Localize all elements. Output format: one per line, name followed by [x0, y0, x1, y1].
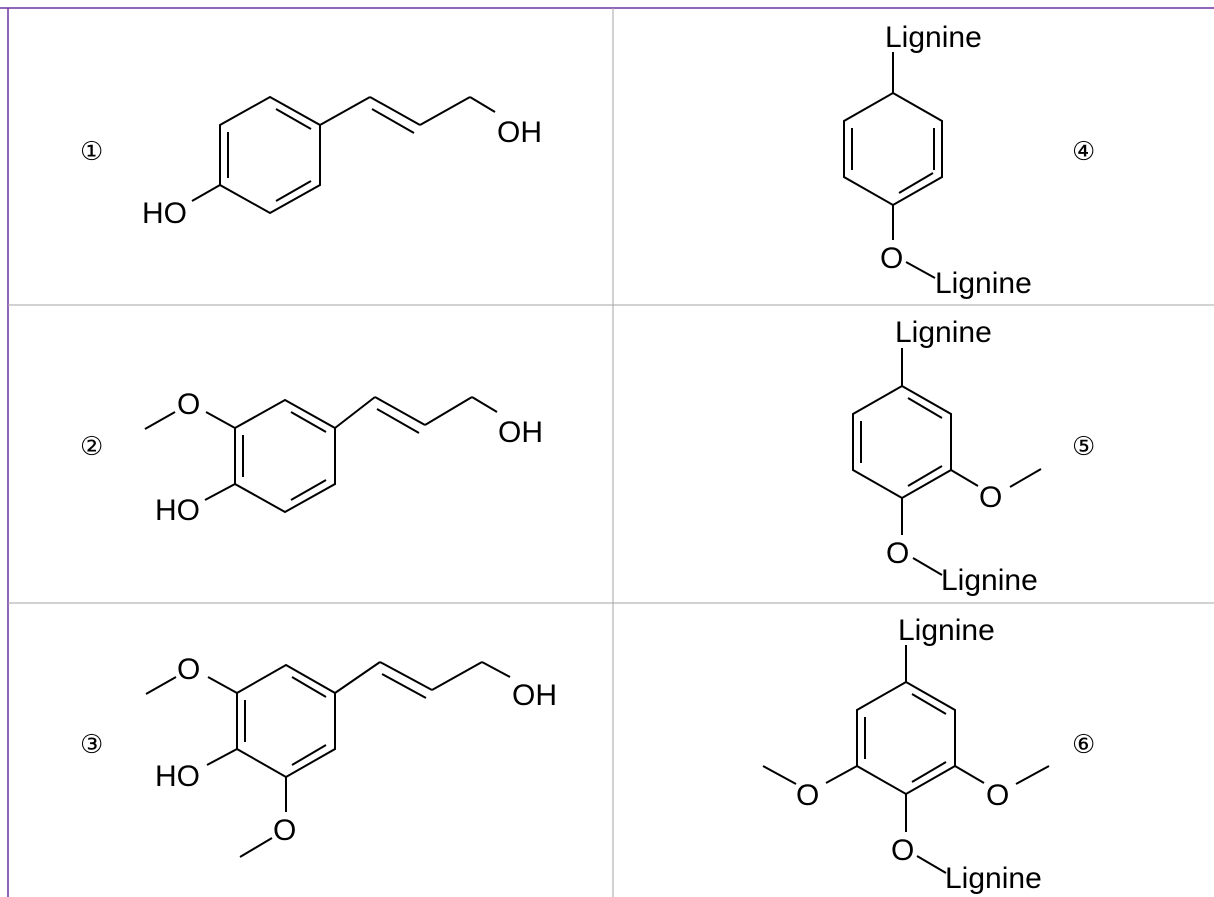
compound-number-2: ② — [80, 432, 103, 462]
molecule-5: Lignine O O Lignine — [852, 316, 1042, 597]
table-cell-5: ⑤ Lignine O O Lignine — [852, 316, 1095, 597]
ether-bond — [912, 557, 943, 576]
oh-bond — [469, 96, 496, 113]
lignine-label: Lignine — [935, 267, 1032, 300]
lignine-label: Lignine — [941, 564, 1038, 597]
table-cell-3: ③ O HO O OH — [80, 653, 557, 858]
compound-number-6: ⑥ — [1072, 730, 1095, 760]
methoxy-bond — [207, 676, 238, 694]
oh-bond — [481, 661, 511, 678]
double-bond — [374, 396, 426, 426]
ether-bond — [905, 261, 936, 279]
oxygen-label: O — [880, 242, 903, 275]
benzene-ring — [234, 398, 336, 514]
hydroxyl-label: HO — [142, 197, 187, 230]
ho-bond — [206, 748, 238, 766]
ether-bond — [916, 855, 947, 874]
lignine-label: Lignine — [945, 862, 1042, 895]
double-bond — [369, 96, 421, 126]
ring-inner-bond — [290, 411, 327, 433]
oxygen-label: O — [979, 481, 1002, 514]
molecule-2: O HO OH — [144, 388, 543, 527]
benzene-ring — [852, 384, 952, 500]
oxygen-label: O — [886, 537, 909, 570]
hydroxyl-label: OH — [512, 679, 557, 712]
double-bond-inner — [381, 673, 427, 699]
benzene-ring — [843, 91, 943, 207]
hydroxyl-label: OH — [497, 116, 542, 149]
ring-inner-bond — [907, 397, 943, 419]
ring-inner-bond — [291, 744, 327, 766]
methyl-bond — [1009, 468, 1042, 488]
compound-number-5: ⑤ — [1072, 432, 1095, 462]
hydroxyl-label: HO — [155, 494, 200, 527]
hydroxyl-label: HO — [155, 760, 200, 793]
ring-inner-bond — [911, 693, 947, 715]
methoxy-bond — [825, 765, 858, 784]
methoxy-bond — [950, 469, 979, 487]
benzene-ring — [856, 680, 956, 796]
oxygen-label: O — [891, 834, 914, 867]
ring-inner-bond — [911, 761, 947, 783]
compound-number-1: ① — [80, 137, 103, 167]
lignine-label: Lignine — [898, 614, 995, 647]
chain-bond — [424, 396, 473, 426]
molecule-1: HO OH — [142, 95, 542, 230]
chain-bond — [419, 96, 471, 126]
molecule-4: Lignine O Lignine — [843, 21, 1032, 300]
methyl-bond — [1015, 765, 1050, 785]
double-bond — [379, 661, 433, 691]
methoxy-bond — [954, 765, 985, 784]
compound-number-4: ④ — [1072, 137, 1095, 167]
ring-inner-bond — [275, 108, 312, 130]
ring-inner-bond — [290, 479, 327, 501]
table-grid — [0, 7, 1214, 897]
double-bond-inner — [371, 108, 415, 134]
ring-inner-bond — [907, 465, 943, 487]
benzene-ring — [236, 663, 336, 779]
table-cell-2: ② O HO OH — [80, 388, 543, 527]
methoxy-bond — [205, 411, 236, 429]
compound-number-3: ③ — [80, 730, 103, 760]
table-cell-6: ⑥ Lignine O O O Lignine — [762, 614, 1095, 895]
chain-bond — [319, 96, 371, 126]
double-bond-inner — [376, 408, 420, 434]
oxygen-label: O — [177, 653, 200, 686]
ring-inner-bond — [291, 676, 327, 698]
benzene-ring — [219, 95, 321, 215]
ho-bond — [204, 483, 236, 501]
oh-bond — [471, 396, 498, 413]
molecule-3: O HO O OH — [145, 653, 557, 858]
oxygen-label: O — [986, 779, 1009, 812]
ring-inner-bond — [275, 180, 312, 202]
methyl-bond — [145, 676, 177, 695]
methyl-bond — [144, 411, 176, 430]
table-cell-4: ④ Lignine O Lignine — [843, 21, 1095, 300]
oxygen-label: O — [177, 388, 200, 421]
lignine-label: Lignine — [895, 316, 992, 349]
chain-bond — [334, 661, 381, 694]
hydroxyl-label: OH — [498, 416, 543, 449]
oxygen-label: O — [273, 814, 296, 847]
oxygen-label: O — [796, 779, 819, 812]
methyl-bond — [762, 765, 797, 785]
ring-inner-bond — [898, 172, 934, 194]
table-cell-1: ① HO OH — [80, 95, 542, 230]
molecule-6: Lignine O O O Lignine — [762, 614, 1050, 895]
chain-bond — [334, 396, 376, 429]
lignine-label: Lignine — [885, 21, 982, 54]
chain-bond — [431, 661, 483, 691]
ho-bond — [191, 184, 221, 202]
methyl-bond — [239, 837, 273, 858]
